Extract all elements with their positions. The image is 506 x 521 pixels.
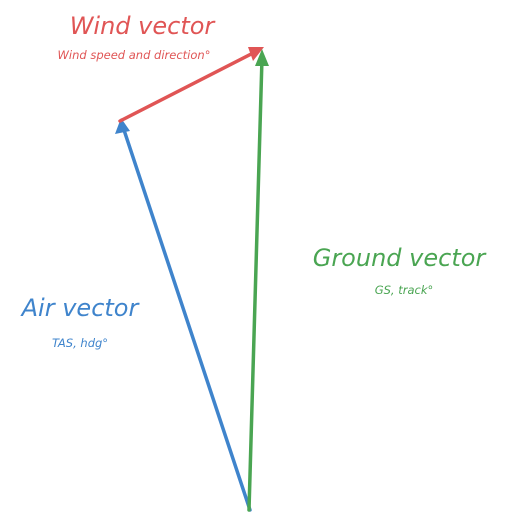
air-vector-subtitle: TAS, hdg°	[52, 336, 108, 350]
air-vector-title: Air vector	[20, 294, 141, 322]
ground-vector-arrow	[247, 49, 269, 512]
air-vector-arrow	[115, 118, 252, 512]
ground-vector-subtitle: GS, track°	[375, 283, 434, 297]
wind-vector-subtitle: Wind speed and direction°	[58, 48, 211, 62]
ground-vector-title: Ground vector	[313, 244, 488, 272]
wind-vector-arrow	[118, 47, 264, 123]
wind-vector-title: Wind vector	[70, 12, 217, 40]
